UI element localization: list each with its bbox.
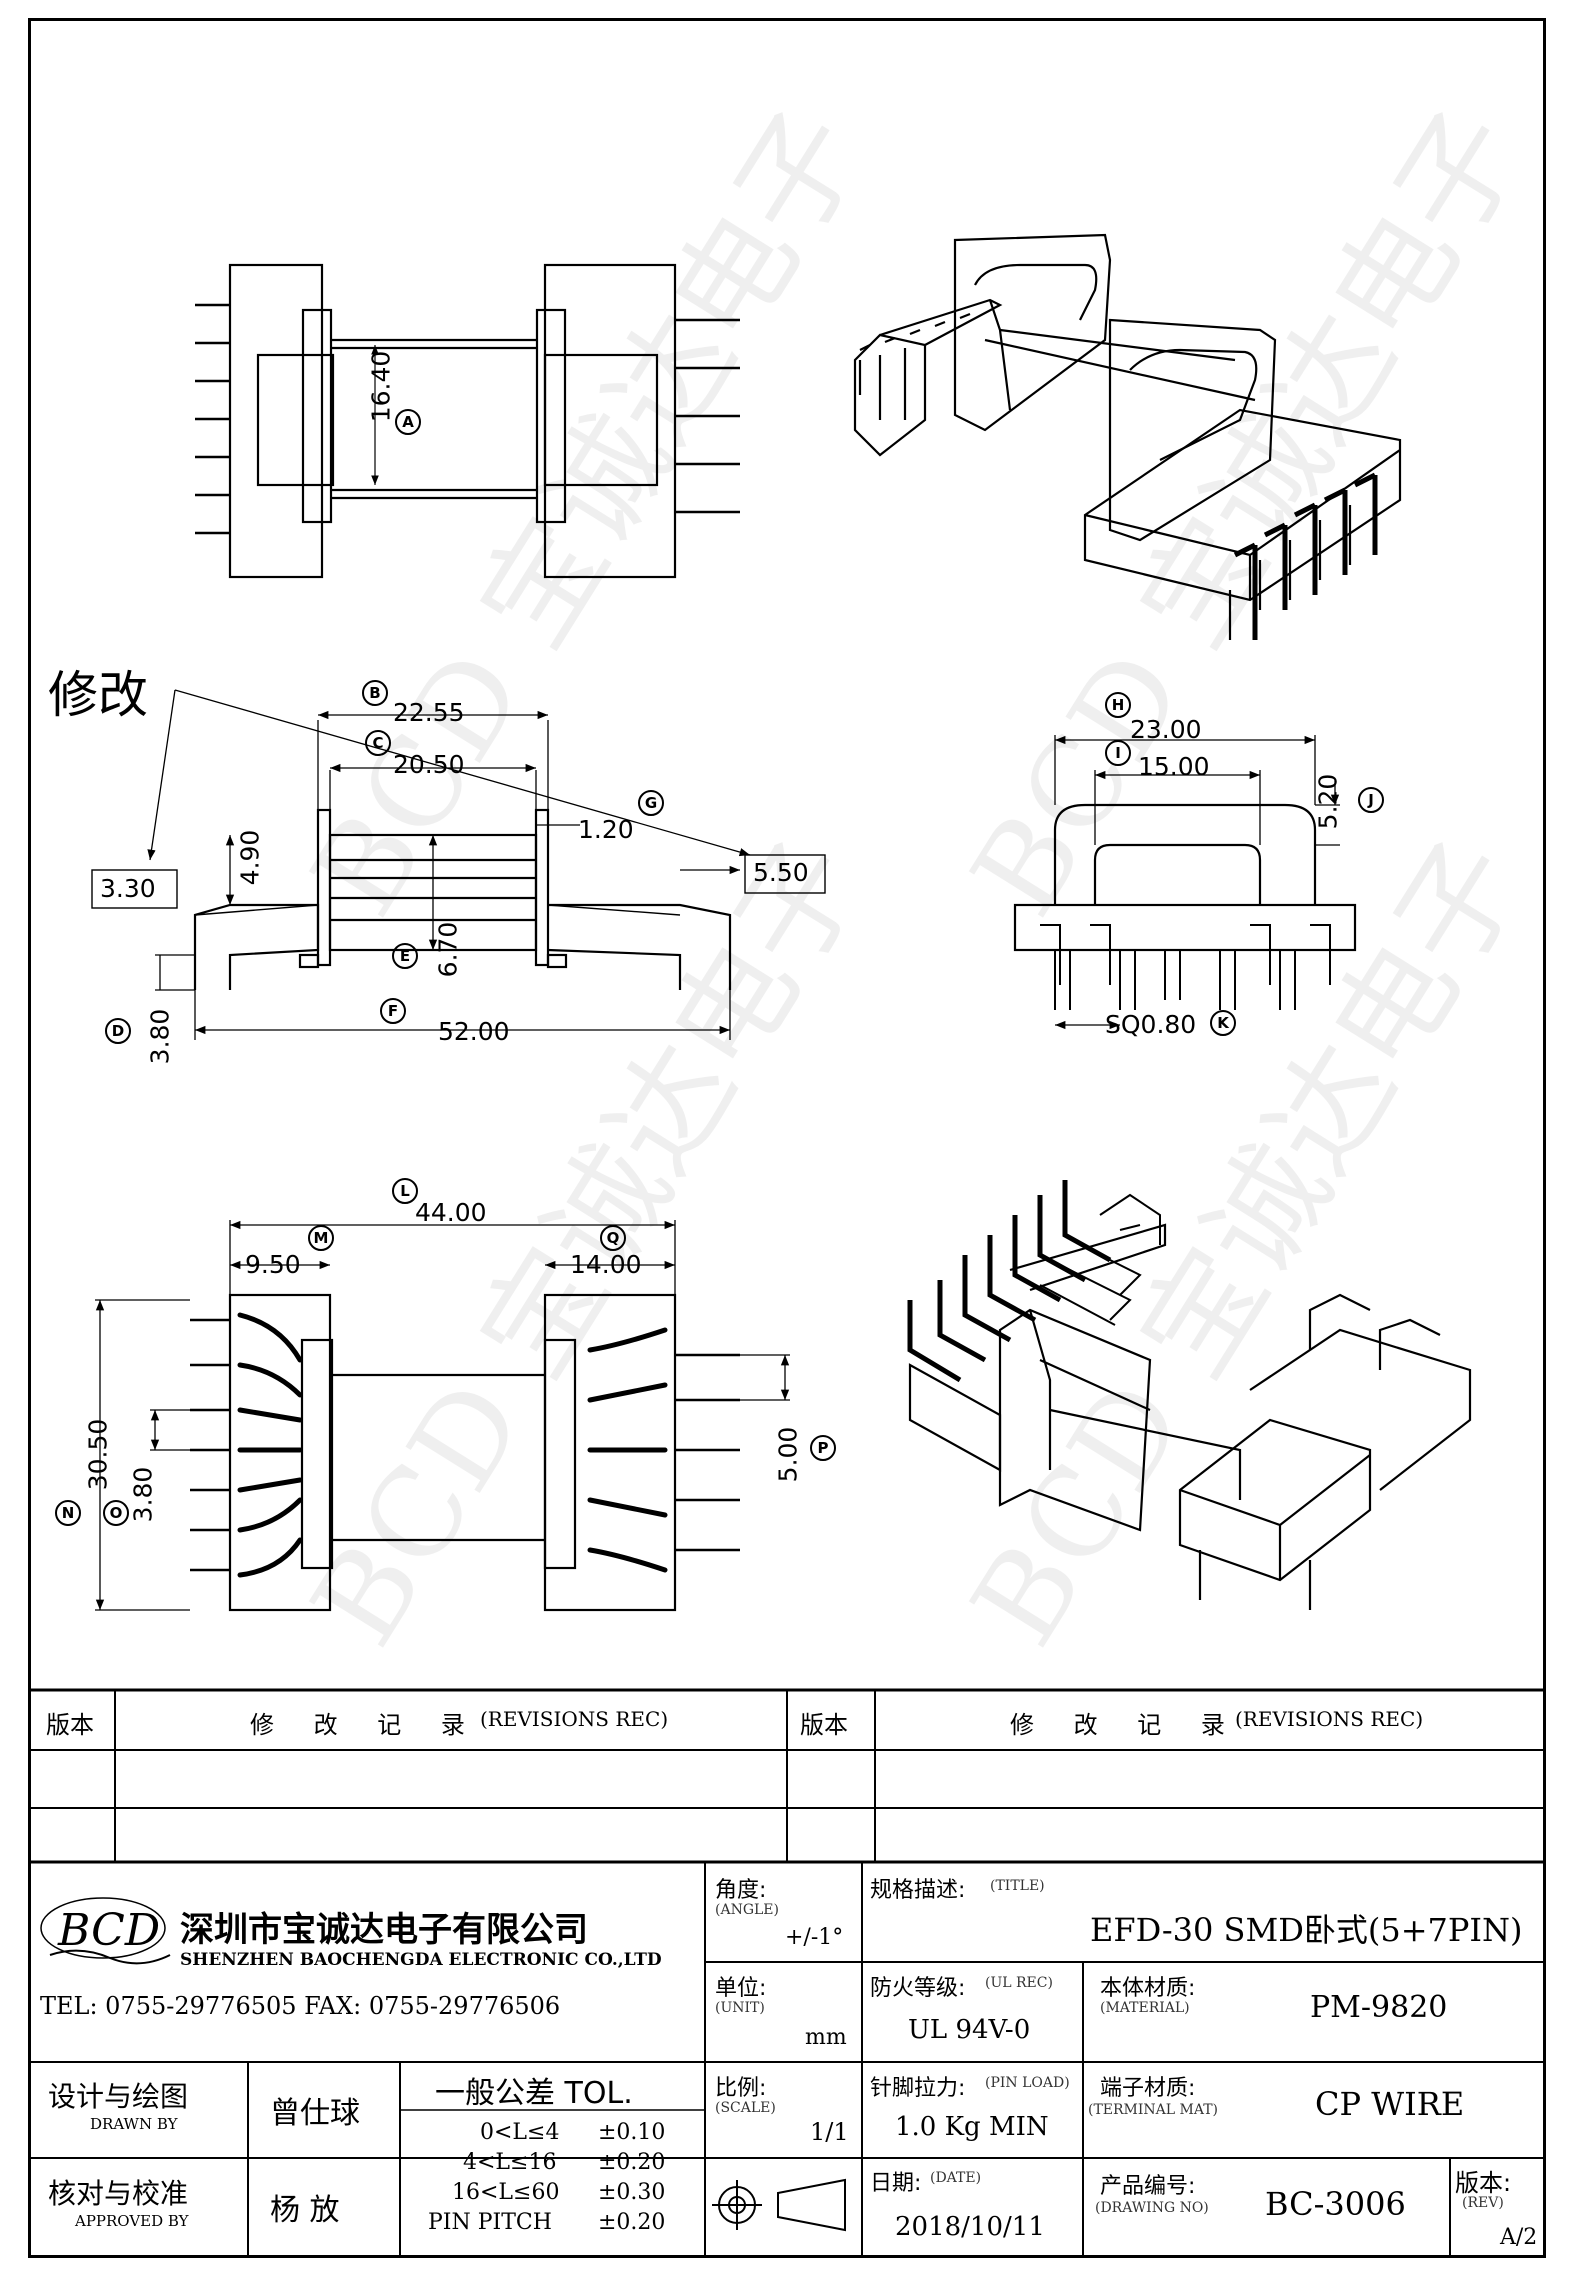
iso-view-top [853, 233, 1402, 640]
dim-5-50: 5.50 [753, 858, 809, 887]
pin-load-value: 1.0 Kg MIN [895, 2112, 1049, 2142]
callout-M: M [308, 1225, 334, 1251]
angle-en: (ANGLE) [715, 1902, 779, 1918]
drawing-no-label: 产品编号: [1100, 2174, 1196, 2199]
top-view [195, 263, 740, 579]
callout-B: B [362, 680, 388, 706]
company-logo-text: BCD [58, 1905, 161, 1956]
rev-en: (REV) [1462, 2195, 1504, 2211]
callout-G: G [638, 790, 664, 816]
pin-load-label: 针脚拉力: [870, 2076, 966, 2101]
tol-row-value: ±0.20 [598, 2150, 666, 2175]
date-en: (DATE) [930, 2170, 982, 2186]
title-en: (TITLE) [990, 1878, 1045, 1894]
drawn-value: 曾仕球 [270, 2096, 360, 2131]
dim-52-00: 52.00 [438, 1017, 510, 1046]
callout-A: A [395, 409, 421, 435]
dim-9-50: 9.50 [245, 1250, 301, 1279]
rev-rec-header-right: 修 改 记 录 [1010, 1711, 1241, 1739]
tol-row-value: ±0.30 [598, 2180, 666, 2205]
scale-value: 1/1 [810, 2118, 849, 2146]
tol-row-value: ±0.20 [598, 2210, 666, 2235]
drawn-label: 设计与绘图 [48, 2080, 189, 2113]
drawing-no-value: BC-3006 [1265, 2185, 1406, 2223]
angle-label: 角度: [715, 1878, 767, 1903]
dim-23-00: 23.00 [1130, 715, 1202, 744]
drawing-no-en: (DRAWING NO) [1095, 2200, 1209, 2216]
angle-value: +/-1° [785, 1925, 844, 1950]
technical-drawing [91, 233, 1472, 1612]
dim-20-50: 20.50 [393, 750, 465, 779]
approved-value: 杨 放 [270, 2193, 340, 2228]
tol-row-range: 4<L≤16 [463, 2150, 557, 2175]
tol-row-range: PIN PITCH [428, 2210, 552, 2235]
unit-label: 单位: [715, 1976, 767, 2001]
ul-value: UL 94V-0 [908, 2015, 1031, 2045]
company-logo [40, 1897, 171, 1965]
tol-row-range: 0<L≤4 [480, 2120, 560, 2145]
drawing-sheet [28, 18, 1546, 2258]
company-tel-fax: TEL: 0755-29776505 FAX: 0755-29776506 [40, 1992, 561, 2020]
dim-3-30: 3.30 [100, 874, 156, 903]
ul-en: (UL REC) [985, 1975, 1053, 1991]
rev-rec-header-left: 修 改 记 录 [250, 1711, 481, 1739]
material-label: 本体材质: [1100, 1976, 1196, 2001]
company-name-cn: 深圳市宝诚达电子有限公司 [180, 1910, 588, 1950]
callout-Q: Q [600, 1225, 626, 1251]
terminal-en: (TERMINAL MAT) [1088, 2102, 1219, 2118]
front-view [1013, 735, 1357, 1030]
tol-row-range: 16<L≤60 [452, 2180, 560, 2205]
date-label: 日期: [870, 2171, 922, 2196]
title-value: EFD-30 SMD卧式(5+7PIN) [1090, 1911, 1523, 1949]
tol-row-value: ±0.10 [598, 2120, 666, 2145]
rev-label: 版本: [1455, 2169, 1512, 2197]
scale-en: (SCALE) [715, 2100, 776, 2116]
callout-E: E [392, 943, 418, 969]
unit-value: mm [805, 2025, 847, 2050]
callout-D: D [105, 1018, 131, 1044]
callout-F: F [380, 998, 406, 1024]
pin-load-en: (PIN LOAD) [985, 2075, 1070, 2091]
callout-C: C [365, 730, 391, 756]
iso-view-bottom [907, 1180, 1472, 1610]
side-view [91, 689, 826, 1040]
rev-rec-en-right: (REVISIONS REC) [1235, 1707, 1424, 1731]
callout-H: H [1105, 692, 1131, 718]
company-name-en: SHENZHEN BAOCHENGDA ELECTRONIC CO.,LTD [180, 1950, 662, 1970]
callout-K: K [1210, 1010, 1236, 1036]
dim-44-00: 44.00 [415, 1198, 487, 1227]
title-label: 规格描述: [870, 1878, 966, 1903]
rev-rec-en-left: (REVISIONS REC) [480, 1707, 669, 1731]
tolerance-label: 一般公差 TOL. [435, 2076, 633, 2111]
callout-I: I [1105, 740, 1131, 766]
unit-en: (UNIT) [715, 2000, 765, 2016]
dim-1-20: 1.20 [578, 815, 634, 844]
rev-value: A/2 [1500, 2225, 1538, 2250]
ul-label: 防火等级: [870, 1976, 966, 2001]
modify-annotation: 修改 [48, 666, 148, 724]
projection-symbol [712, 2178, 846, 2232]
drawn-en: DRAWN BY [90, 2115, 178, 2133]
dim-sq0-80: SQ0.80 [1105, 1010, 1197, 1039]
callout-N: N [55, 1500, 81, 1526]
scale-label: 比例: [715, 2076, 767, 2101]
material-value: PM-9820 [1310, 1990, 1448, 2025]
rev-ver-header-right: 版本 [800, 1711, 848, 1739]
date-value: 2018/10/11 [895, 2212, 1045, 2242]
terminal-value: CP WIRE [1315, 2085, 1465, 2123]
bottom-view [95, 1220, 790, 1612]
dim-22-55: 22.55 [393, 698, 465, 727]
material-en: (MATERIAL) [1100, 2000, 1190, 2016]
approved-label: 核对与校准 [48, 2177, 189, 2210]
callout-P: P [810, 1435, 836, 1461]
dim-14-00: 14.00 [570, 1250, 642, 1279]
approved-en: APPROVED BY [75, 2212, 189, 2230]
callout-O: O [103, 1500, 129, 1526]
rev-ver-header-left: 版本 [46, 1711, 94, 1739]
dim-15-00: 15.00 [1138, 752, 1210, 781]
callout-J: J [1358, 787, 1384, 813]
terminal-label: 端子材质: [1100, 2076, 1196, 2101]
callout-L: L [392, 1178, 418, 1204]
